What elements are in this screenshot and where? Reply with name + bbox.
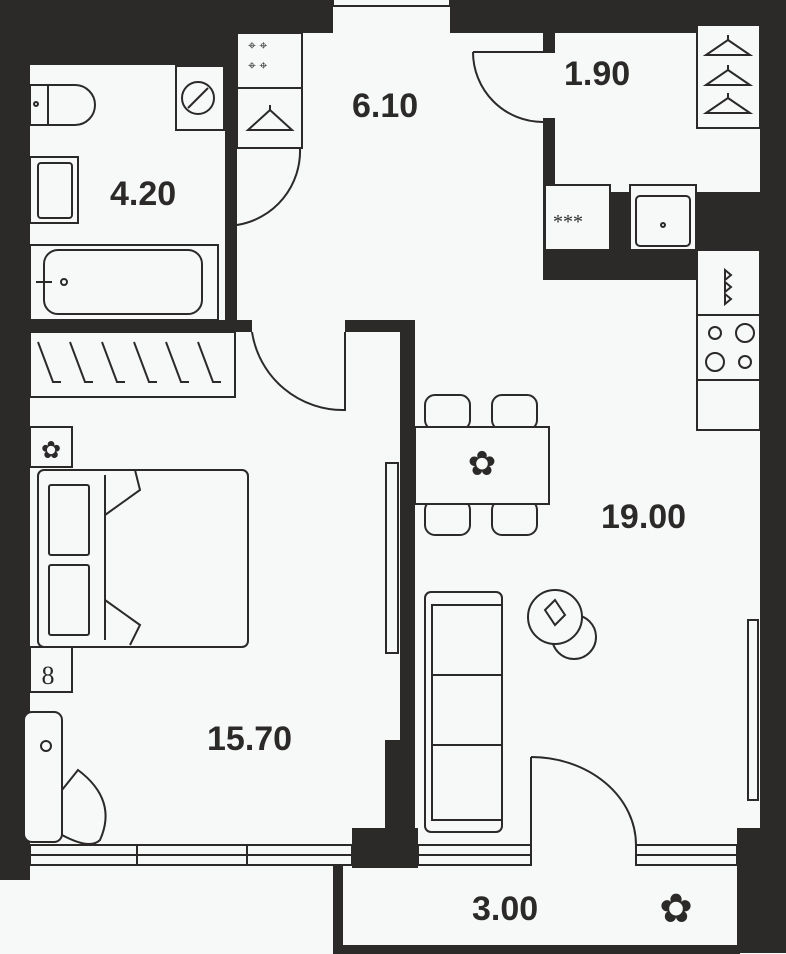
dining-table-icon: ✿ (414, 394, 550, 536)
room-area-bathroom: 4.20 (110, 175, 176, 213)
washing-machine-icon (175, 65, 225, 131)
svg-text:⌖ ⌖: ⌖ ⌖ (248, 59, 267, 74)
desk-chair-icon (23, 711, 107, 845)
coffee-table-icon (527, 589, 597, 660)
bed-icon (37, 469, 249, 648)
room-area-hallway: 6.10 (352, 87, 418, 125)
doors (236, 51, 637, 846)
svg-text:8: 8 (42, 661, 55, 690)
windows (29, 0, 759, 866)
closet-icon (29, 331, 236, 398)
svg-text:✿: ✿ (41, 438, 61, 464)
lamp-icon (29, 646, 73, 693)
hanger-icon (236, 87, 303, 149)
svg-text:⌖ ⌖: ⌖ ⌖ (248, 39, 267, 54)
sofa-icon (424, 591, 503, 833)
balcony-plant-icon: ✿ (659, 886, 693, 931)
room-area-wardrobe: 1.90 (564, 55, 630, 93)
room-area-balcony: 3.00 (472, 890, 538, 928)
kitchen-fixtures: *** ✿ (414, 184, 761, 833)
toilet-icon (47, 84, 96, 126)
room-area-bedroom: 15.70 (207, 720, 292, 758)
bathtub-icon (29, 244, 219, 321)
svg-text:✿: ✿ (468, 446, 497, 483)
plant-icon (29, 426, 73, 468)
fridge-icon (544, 184, 611, 251)
bedroom-fixtures: ✿ 8 (23, 331, 249, 845)
oven-icon (696, 249, 761, 316)
kitchen-sink-icon (629, 184, 697, 251)
bathroom-fixtures (29, 65, 225, 321)
hallway-fixtures: ⌖ ⌖ ⌖ ⌖ (236, 24, 761, 149)
room-area-living-kitchen: 19.00 (601, 498, 686, 536)
boiler-icon (236, 32, 303, 89)
svg-text:***: *** (553, 211, 583, 233)
